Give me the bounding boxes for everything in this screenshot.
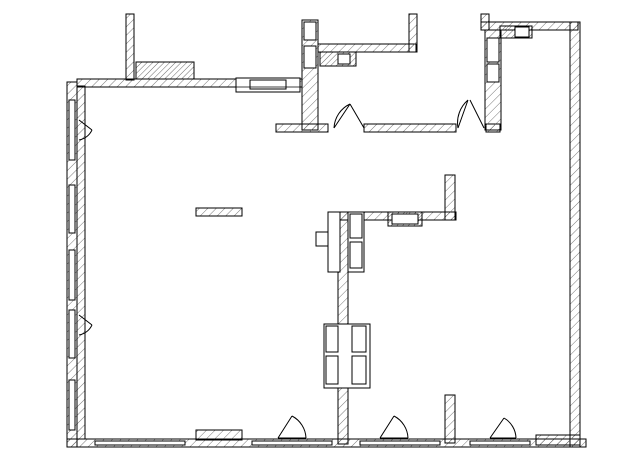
shaft-core-2: [303, 45, 317, 69]
door-bottom-3: [489, 417, 517, 439]
ducts-and-shafts: [135, 21, 533, 389]
shaft-center-4: [349, 241, 363, 269]
door-left-1: [78, 119, 93, 141]
shaft-center-7: [391, 213, 419, 225]
shaft-center-5: [315, 231, 329, 247]
shaft-top-left-3: [249, 79, 287, 90]
shaft-right-1: [486, 37, 500, 63]
shaft-right-4: [514, 26, 530, 38]
door-corridor-left-2: [349, 103, 365, 129]
shaft-top-left-1: [135, 61, 195, 80]
room-outline: [84, 14, 571, 440]
door-corridor-right: [457, 99, 469, 129]
wall-top-mid: [317, 43, 417, 53]
wall-corridor-mid: [363, 123, 457, 133]
shaft-right-2: [486, 63, 500, 83]
wall-bottom-segment: [195, 429, 243, 441]
window-bottom-2: [251, 440, 333, 446]
window-left-2: [68, 184, 76, 234]
shaft-core-1: [303, 21, 317, 41]
shaft-lower-5: [351, 355, 367, 385]
window-left-1: [68, 99, 76, 161]
door-bottom-2: [379, 415, 409, 439]
shaft-lower-3: [325, 355, 339, 385]
wall-bottom-right-stub: [444, 394, 456, 444]
window-bottom-3: [359, 440, 441, 446]
wall-notch-mid: [408, 13, 418, 53]
window-left-4: [68, 309, 76, 359]
wall-bottom-right-segment: [535, 434, 581, 446]
wall-notch-right: [480, 13, 490, 31]
shaft-center-3: [349, 213, 363, 239]
door-left-2: [78, 314, 93, 336]
window-bottom-1: [94, 440, 186, 446]
windows: [68, 99, 531, 446]
wall-right: [569, 21, 581, 448]
shaft-center-1: [327, 211, 341, 273]
center-wall-right: [444, 174, 456, 221]
wall-notch-left: [125, 13, 135, 81]
window-left-3: [68, 249, 76, 301]
wall-corridor-left: [275, 123, 329, 133]
shaft-lower-2: [325, 325, 339, 353]
door-corridor-right-2: [469, 99, 485, 129]
shaft-lower-4: [351, 325, 367, 353]
free-column: [195, 207, 243, 217]
window-bottom-4: [469, 440, 531, 446]
window-left-5: [68, 379, 76, 431]
door-bottom-1: [277, 415, 307, 439]
shaft-core-4: [337, 53, 351, 65]
doors: [78, 99, 517, 439]
door-corridor-left: [333, 103, 351, 129]
